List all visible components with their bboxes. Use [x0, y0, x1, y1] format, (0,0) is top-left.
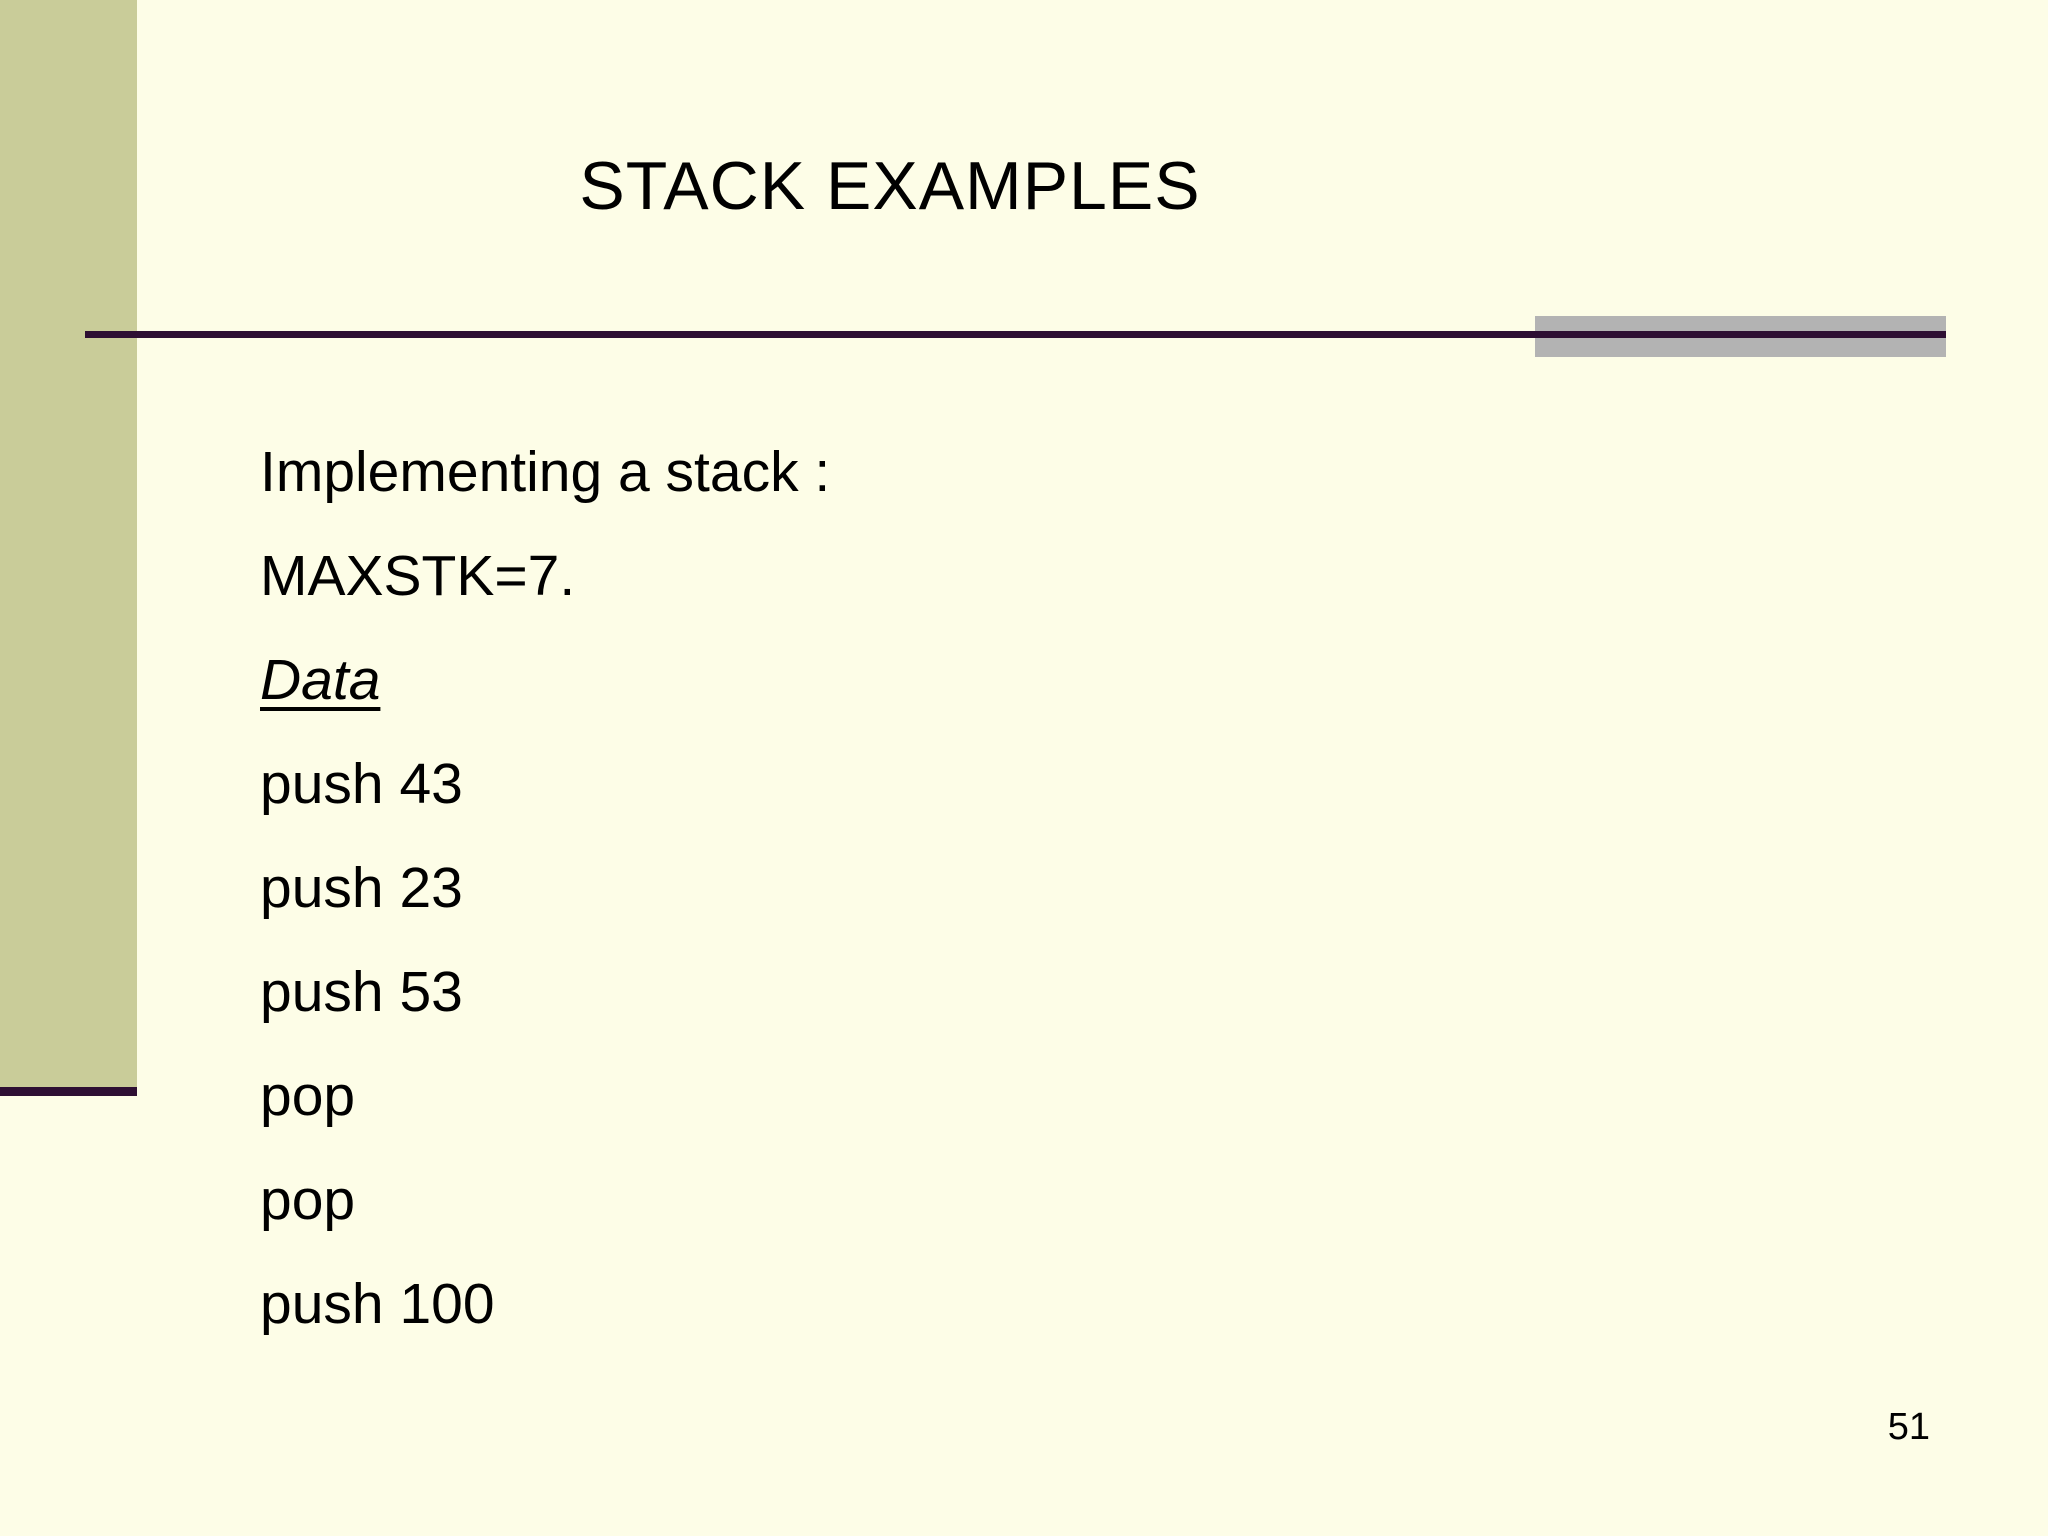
body-line-pop-2: pop [260, 1168, 356, 1232]
body-line-implementing: Implementing a stack : [260, 440, 831, 504]
left-accent-bar-underline [0, 1087, 137, 1096]
slide-title: STACK EXAMPLES [579, 148, 1201, 224]
body-line-push-100: push 100 [260, 1272, 495, 1336]
body-line-push-23: push 23 [260, 856, 463, 920]
data-heading-underlined: Data [260, 648, 381, 712]
body-line-push-53: push 53 [260, 960, 463, 1024]
title-divider-line [85, 331, 1946, 338]
body-line-pop-1: pop [260, 1064, 356, 1128]
left-accent-bar [0, 0, 137, 1088]
body-line-maxstk: MAXSTK=7. [260, 544, 576, 608]
body-line-push-43: push 43 [260, 752, 463, 816]
slide-body: Implementing a stack : MAXSTK=7. Data pu… [260, 420, 1760, 1356]
page-number: 51 [1887, 1405, 1930, 1448]
